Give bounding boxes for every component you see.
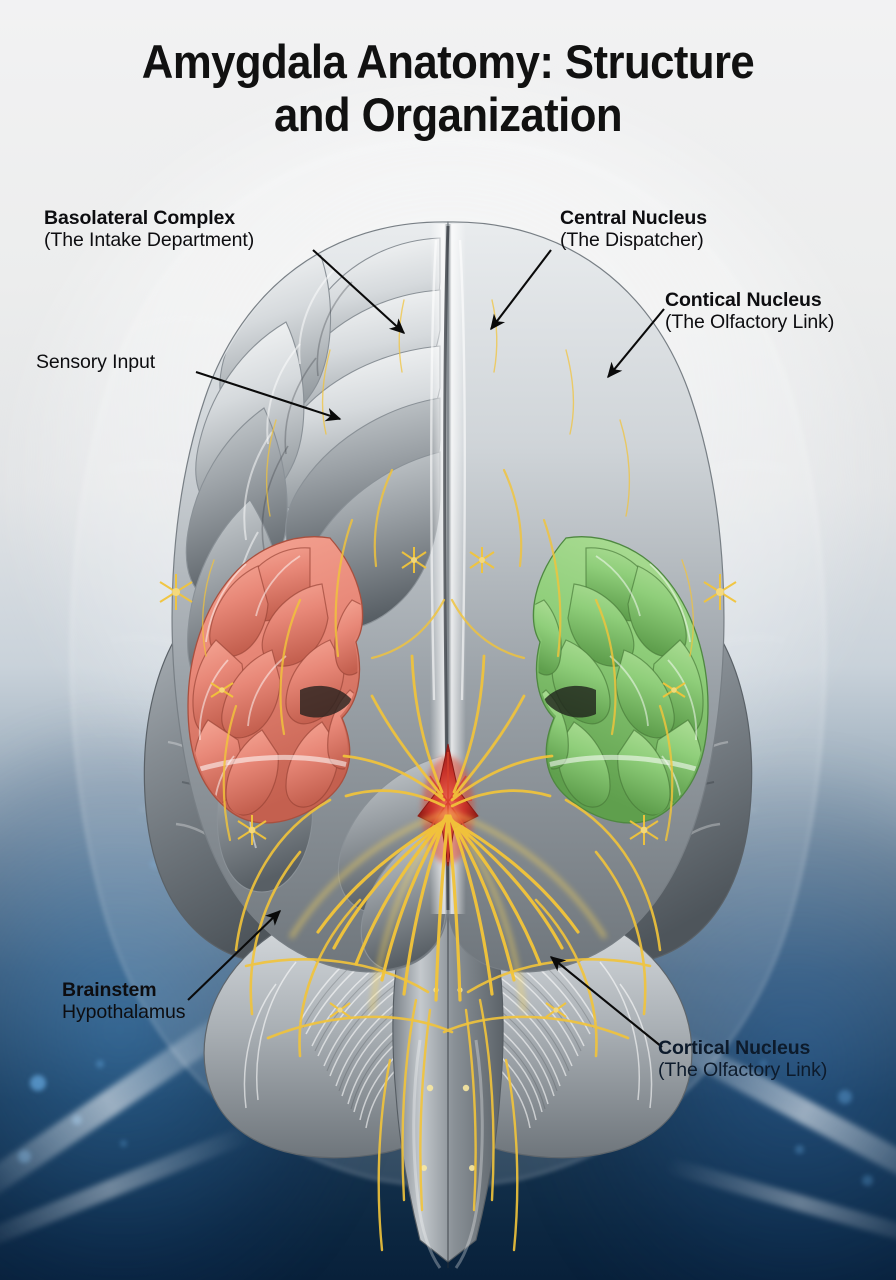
- label-brainstem-title: Brainstem: [62, 979, 157, 1001]
- label-central-nucleus: Central Nucleus (The Dispatcher): [560, 207, 707, 252]
- title-line-1: Amygdala Anatomy: Structure: [141, 35, 755, 88]
- leader-contical: [607, 308, 665, 379]
- label-contical-subtitle: (The Olfactory Link): [665, 310, 835, 333]
- label-central-subtitle: (The Dispatcher): [560, 228, 704, 251]
- bokeh-dot: [30, 1075, 46, 1091]
- label-cortical-title: Cortical Nucleus: [658, 1037, 811, 1059]
- bokeh-dot: [120, 1140, 127, 1147]
- label-sensory-input: Sensory Input: [36, 351, 156, 374]
- label-contical-nucleus: Contical Nucleus (The Olfactory Link): [665, 289, 835, 334]
- label-brainstem: Brainstem Hypothalamus: [62, 979, 186, 1024]
- label-cortical-nucleus: Cortical Nucleus (The Olfactory Link): [658, 1037, 828, 1082]
- right-amygdala-region: [532, 536, 709, 824]
- label-cortical-subtitle: (The Olfactory Link): [658, 1058, 828, 1081]
- neuron-cell-bodies: [159, 547, 737, 1018]
- label-brainstem-subtitle: Hypothalamus: [62, 1000, 186, 1023]
- leader-brainstem: [187, 910, 282, 1001]
- bokeh-dot: [862, 1175, 873, 1186]
- bokeh-dot: [795, 1145, 804, 1154]
- leader-lines: [187, 249, 665, 1048]
- page-title: Amygdala Anatomy: Structure and Organiza…: [31, 35, 864, 141]
- label-sensory-title: Sensory Input: [36, 351, 156, 373]
- label-central-title: Central Nucleus: [560, 207, 707, 229]
- nerve-fibers: [202, 299, 694, 1252]
- left-amygdala-region: [187, 536, 364, 824]
- bokeh-dot: [838, 1090, 852, 1104]
- title-line-2: and Organization: [273, 87, 623, 141]
- leader-cortical: [549, 956, 663, 1048]
- label-basolateral-subtitle: (The Intake Department): [44, 228, 255, 251]
- label-contical-title: Contical Nucleus: [665, 289, 822, 311]
- label-basolateral-complex: Basolateral Complex (The Intake Departme…: [44, 207, 255, 252]
- leader-sensory: [195, 371, 342, 422]
- leader-basolateral: [312, 249, 406, 334]
- leader-central: [490, 249, 552, 331]
- bokeh-dot: [760, 1060, 767, 1067]
- label-basolateral-title: Basolateral Complex: [44, 207, 236, 229]
- bokeh-dot: [96, 1060, 104, 1068]
